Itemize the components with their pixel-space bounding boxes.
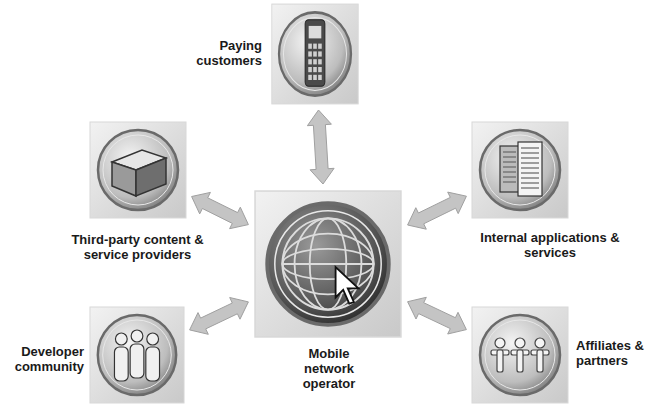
node-label: Internal applications & services — [455, 230, 645, 260]
icon-node: Third-party content & service providers — [88, 120, 188, 220]
node-label: Third-party content & service providers — [50, 232, 225, 262]
node-label: Paying customers — [188, 38, 262, 68]
people-icon — [88, 305, 186, 405]
node-label: Mobile network operator — [292, 346, 366, 391]
icon-node: Paying customers — [270, 2, 360, 106]
double-arrow — [408, 297, 467, 334]
node-label: Developer community — [2, 344, 84, 374]
double-arrow — [192, 192, 249, 228]
globe-icon — [252, 188, 404, 340]
icon-node: Affiliates & partners — [470, 305, 570, 405]
box-icon — [88, 120, 188, 220]
icon-node: Internal applications & services — [470, 120, 570, 220]
phone-icon — [270, 2, 360, 106]
ttt-icon — [470, 305, 570, 405]
double-arrow — [307, 110, 334, 184]
node-label: Affiliates & partners — [576, 338, 656, 368]
icon-node: Developer community — [88, 305, 186, 405]
double-arrow — [190, 298, 249, 335]
doc-icon — [470, 120, 570, 220]
double-arrow — [408, 192, 467, 229]
icon-node: Mobile network operator — [252, 188, 404, 340]
